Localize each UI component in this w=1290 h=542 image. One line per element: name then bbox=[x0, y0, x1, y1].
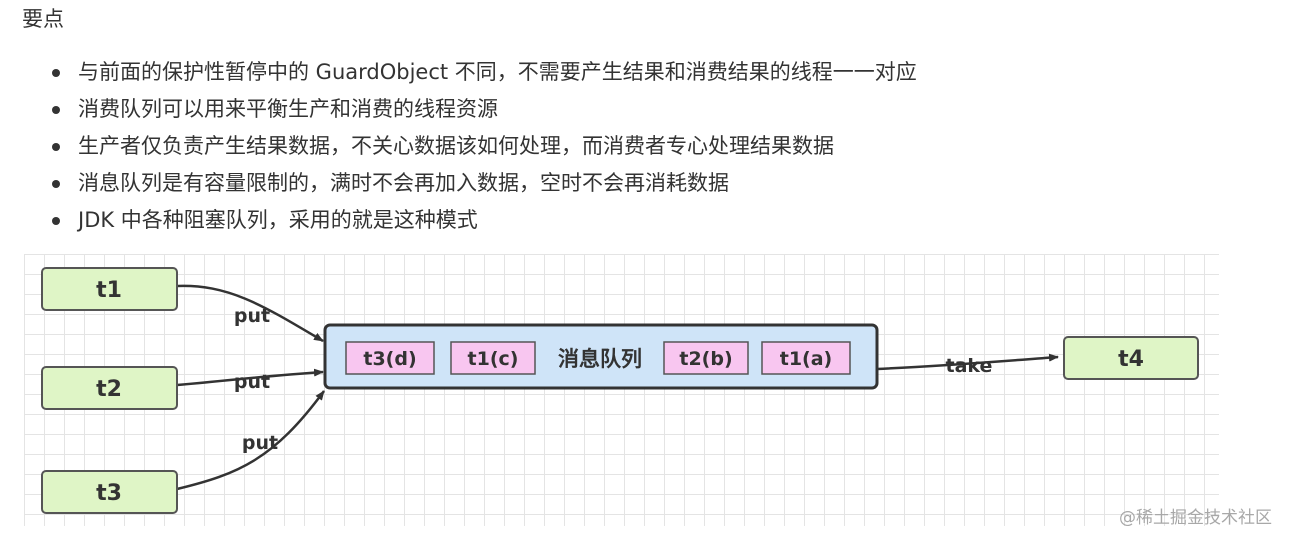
svg-text:t1(a): t1(a) bbox=[780, 348, 833, 370]
svg-text:t3(d): t3(d) bbox=[363, 348, 416, 370]
queue-item: t2(b) bbox=[663, 341, 749, 375]
thread-box-t1: t1 bbox=[41, 267, 178, 311]
thread-label: t2 bbox=[96, 377, 122, 402]
put-label: put bbox=[242, 432, 278, 454]
list-item: 消费队列可以用来平衡生产和消费的线程资源 bbox=[48, 91, 917, 128]
list-item: 生产者仅负责产生结果数据，不关心数据该如何处理，而消费者专心处理结果数据 bbox=[48, 128, 917, 165]
footer-watermark: @稀土掘金技术社区 bbox=[1119, 508, 1272, 528]
svg-text:t2(b): t2(b) bbox=[679, 348, 732, 370]
bullet-icon bbox=[52, 143, 60, 151]
put-label: put bbox=[234, 371, 270, 393]
bullet-icon bbox=[52, 217, 60, 225]
queue-item: t1(c) bbox=[450, 341, 536, 375]
list-item: 与前面的保护性暂停中的 GuardObject 不同，不需要产生结果和消费结果的… bbox=[48, 54, 917, 91]
heading: 要点 bbox=[22, 7, 64, 31]
bullet-icon bbox=[52, 106, 60, 114]
t2-put-arrow bbox=[176, 368, 324, 387]
thread-label: t4 bbox=[1118, 347, 1144, 372]
queue-item: t1(a) bbox=[761, 341, 851, 375]
bullet-icon bbox=[52, 69, 60, 77]
thread-box-t4: t4 bbox=[1063, 336, 1199, 380]
thread-label: t1 bbox=[96, 278, 122, 303]
t1-put-arrow bbox=[176, 284, 324, 343]
take-label: take bbox=[946, 355, 993, 377]
t3-put-arrow bbox=[176, 390, 326, 491]
queue-item: t3(d) bbox=[345, 341, 435, 375]
message-queue: t3(d) t1(c) 消息队列 t2(b) t1(a) bbox=[323, 323, 879, 390]
bullet-icon bbox=[52, 180, 60, 188]
thread-box-t2: t2 bbox=[41, 366, 178, 410]
take-arrow bbox=[876, 353, 1059, 371]
thread-label: t3 bbox=[96, 481, 122, 506]
queue-label: 消息队列 bbox=[558, 347, 642, 371]
put-label: put bbox=[234, 305, 270, 327]
list-item: JDK 中各种阻塞队列，采用的就是这种模式 bbox=[48, 202, 917, 239]
thread-box-t3: t3 bbox=[41, 470, 178, 514]
list-item: 消息队列是有容量限制的，满时不会再加入数据，空时不会再消耗数据 bbox=[48, 165, 917, 202]
svg-text:t1(c): t1(c) bbox=[468, 348, 519, 370]
diagram-canvas: t1 t2 t3 put put put t3(d) t1(c) 消息队列 bbox=[41, 267, 1199, 514]
key-points-list: 与前面的保护性暂停中的 GuardObject 不同，不需要产生结果和消费结果的… bbox=[48, 54, 917, 239]
producer-consumer-diagram: t1 t2 t3 put put put t3(d) t1(c) 消息队列 bbox=[24, 254, 1219, 526]
